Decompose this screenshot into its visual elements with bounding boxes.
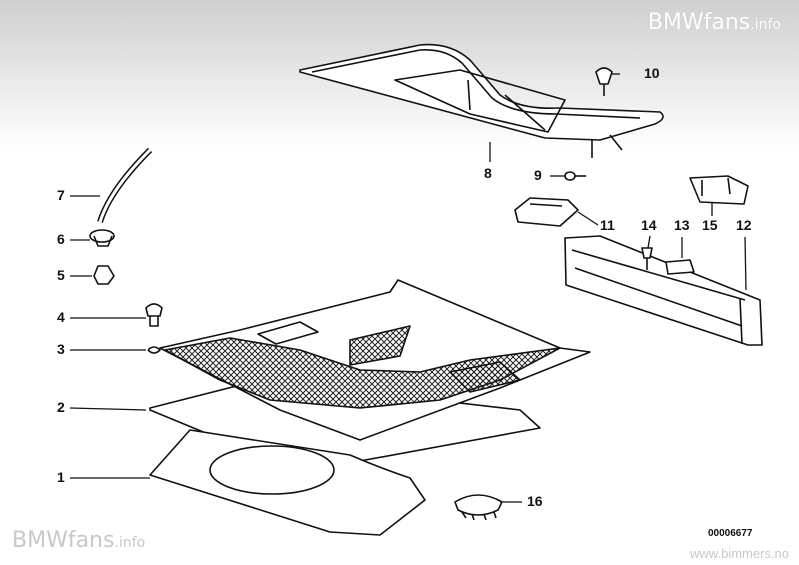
luggage-net [159,279,591,441]
callout-16[interactable]: 16 [527,493,543,509]
part-9-screw [564,171,586,181]
callout-15[interactable]: 15 [702,217,718,233]
callout-12[interactable]: 12 [736,217,752,233]
part-5-nut [93,265,115,285]
part-4-button [145,303,163,327]
part-8-shelf-panel [299,43,664,158]
callout-9[interactable]: 9 [534,167,542,183]
callout-5[interactable]: 5 [57,267,65,283]
watermark-url: www.bimmers.no [690,546,789,561]
watermark-top-suffix: .info [750,17,781,33]
callout-6[interactable]: 6 [57,231,65,247]
part-12-sill-trim [564,235,763,346]
watermark-bottom-brand: BMWfans [12,528,115,553]
watermark-top-brand: BMWfans [647,10,751,35]
callout-2[interactable]: 2 [57,399,65,415]
part-15-bracket [689,175,749,205]
part-13-clip [665,259,695,275]
part-6-holder [89,229,115,247]
watermark-bottom: BMWfans.info [12,528,145,553]
callout-4[interactable]: 4 [57,309,65,325]
diagram-code: 00006677 [708,528,753,539]
callout-11[interactable]: 11 [600,217,615,233]
callout-10[interactable]: 10 [644,65,660,81]
callout-8[interactable]: 8 [484,165,492,181]
part-3-hook [147,346,161,354]
callout-3[interactable]: 3 [57,341,65,357]
watermark-bottom-suffix: .info [114,535,146,551]
callout-13[interactable]: 13 [674,217,690,233]
watermark-top: BMWfans.info [648,10,781,35]
part-11-cover [514,197,579,227]
part-10-clip [595,67,613,96]
callout-7[interactable]: 7 [57,187,65,203]
part-1-trunk-mat [149,429,426,536]
part-16-cap [454,494,503,521]
callout-1[interactable]: 1 [57,469,65,485]
part-14-rivet [641,247,653,270]
callout-14[interactable]: 14 [641,217,657,233]
part-7-strap [97,147,153,223]
